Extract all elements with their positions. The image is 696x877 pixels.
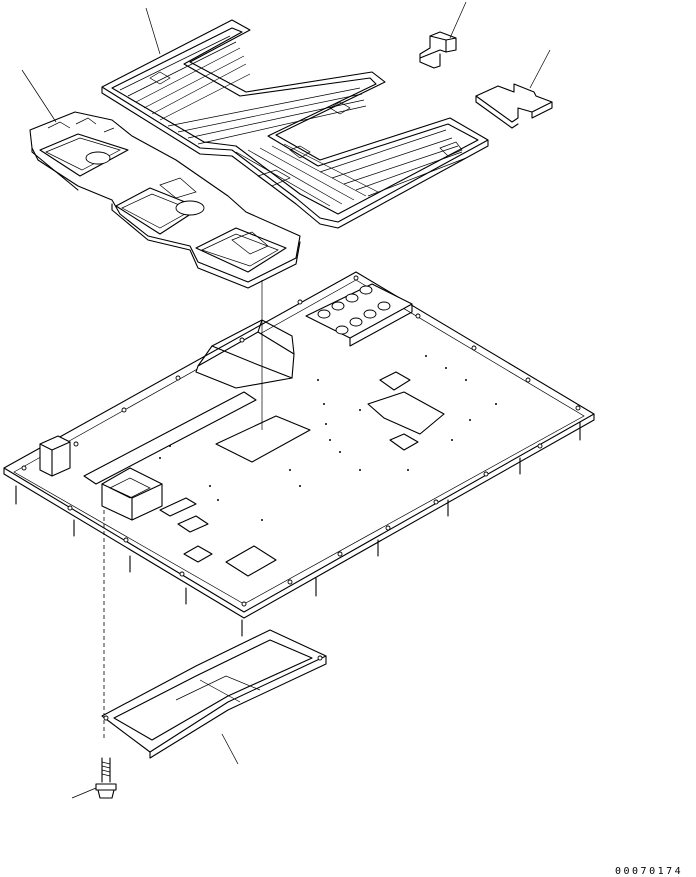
floor-mat-upper [101, 19, 489, 229]
floor-plate [3, 271, 595, 637]
leader-bolt [71, 787, 97, 799]
leader-floor-mat-upper [145, 7, 161, 55]
leader-small-plate [529, 49, 551, 89]
small-bracket [419, 31, 457, 69]
drawing-reference-code: 00070174 [615, 866, 684, 877]
leader-small-bracket [449, 1, 467, 39]
floor-mat-left [29, 111, 301, 289]
bolt [95, 757, 117, 799]
leader-under-cover [221, 733, 239, 765]
small-plate [475, 83, 553, 129]
leader-floor-mat-left [21, 69, 57, 123]
under-cover [101, 629, 327, 759]
